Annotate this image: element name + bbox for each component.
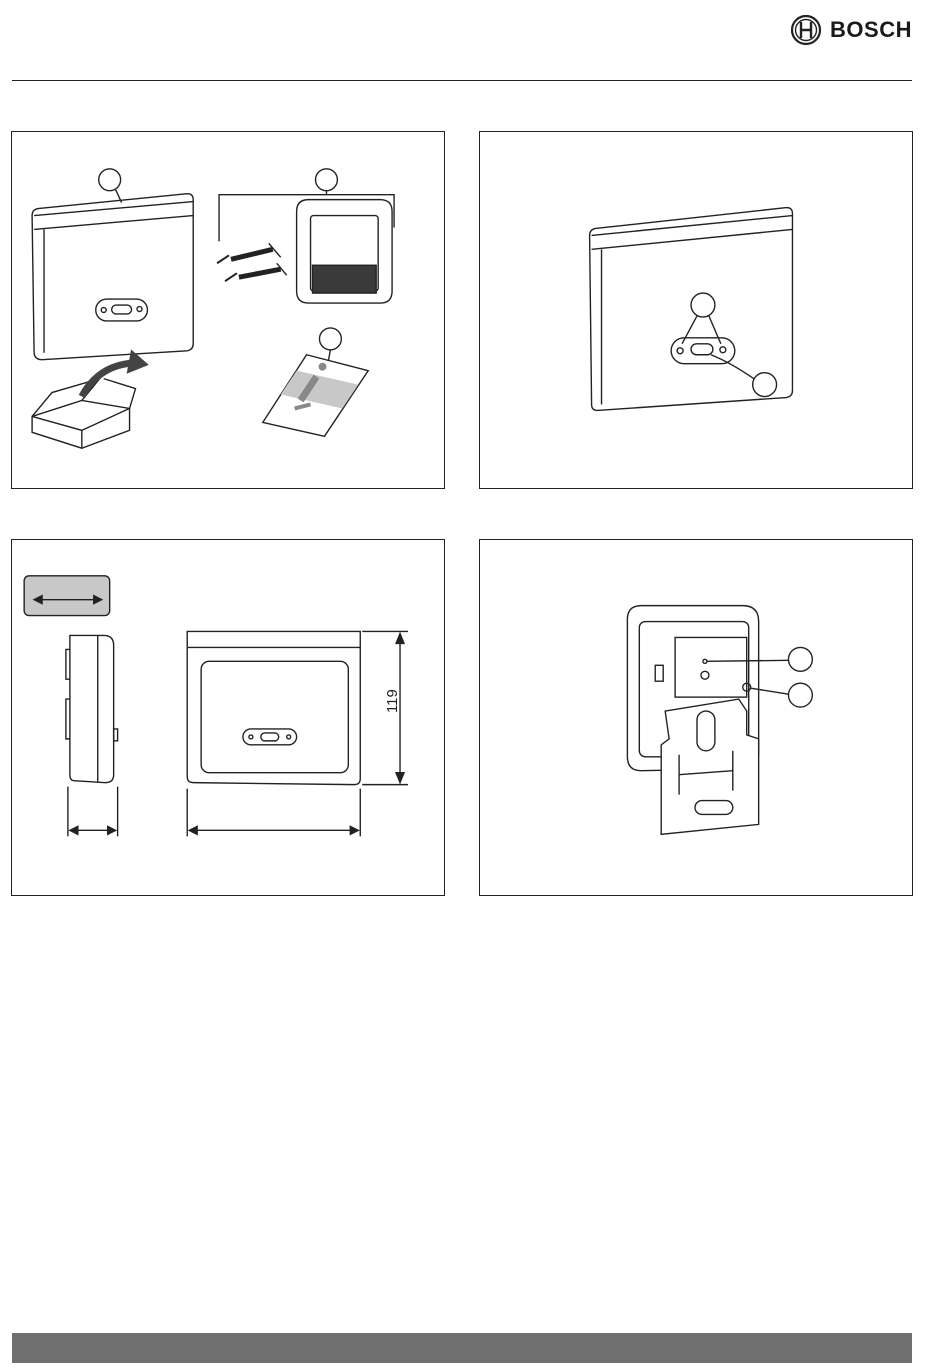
dimension-height-label: 119 [385, 689, 401, 713]
brand-logo: BOSCH [790, 14, 912, 46]
figure-dimensions: 119 [11, 539, 445, 896]
bosch-armature-icon [790, 14, 822, 46]
illustration-dimensions: 119 [12, 540, 444, 895]
illustration-rear-view [480, 540, 912, 895]
illustration-scope-of-delivery [12, 132, 444, 488]
figure-rear-view-mounting [479, 539, 913, 896]
brand-name: BOSCH [830, 17, 912, 43]
header-rule [12, 80, 912, 81]
footer-bar [12, 1333, 912, 1363]
figure-scope-of-delivery [11, 131, 445, 489]
illustration-front-view [480, 132, 912, 488]
figure-front-view-indicators [479, 131, 913, 489]
